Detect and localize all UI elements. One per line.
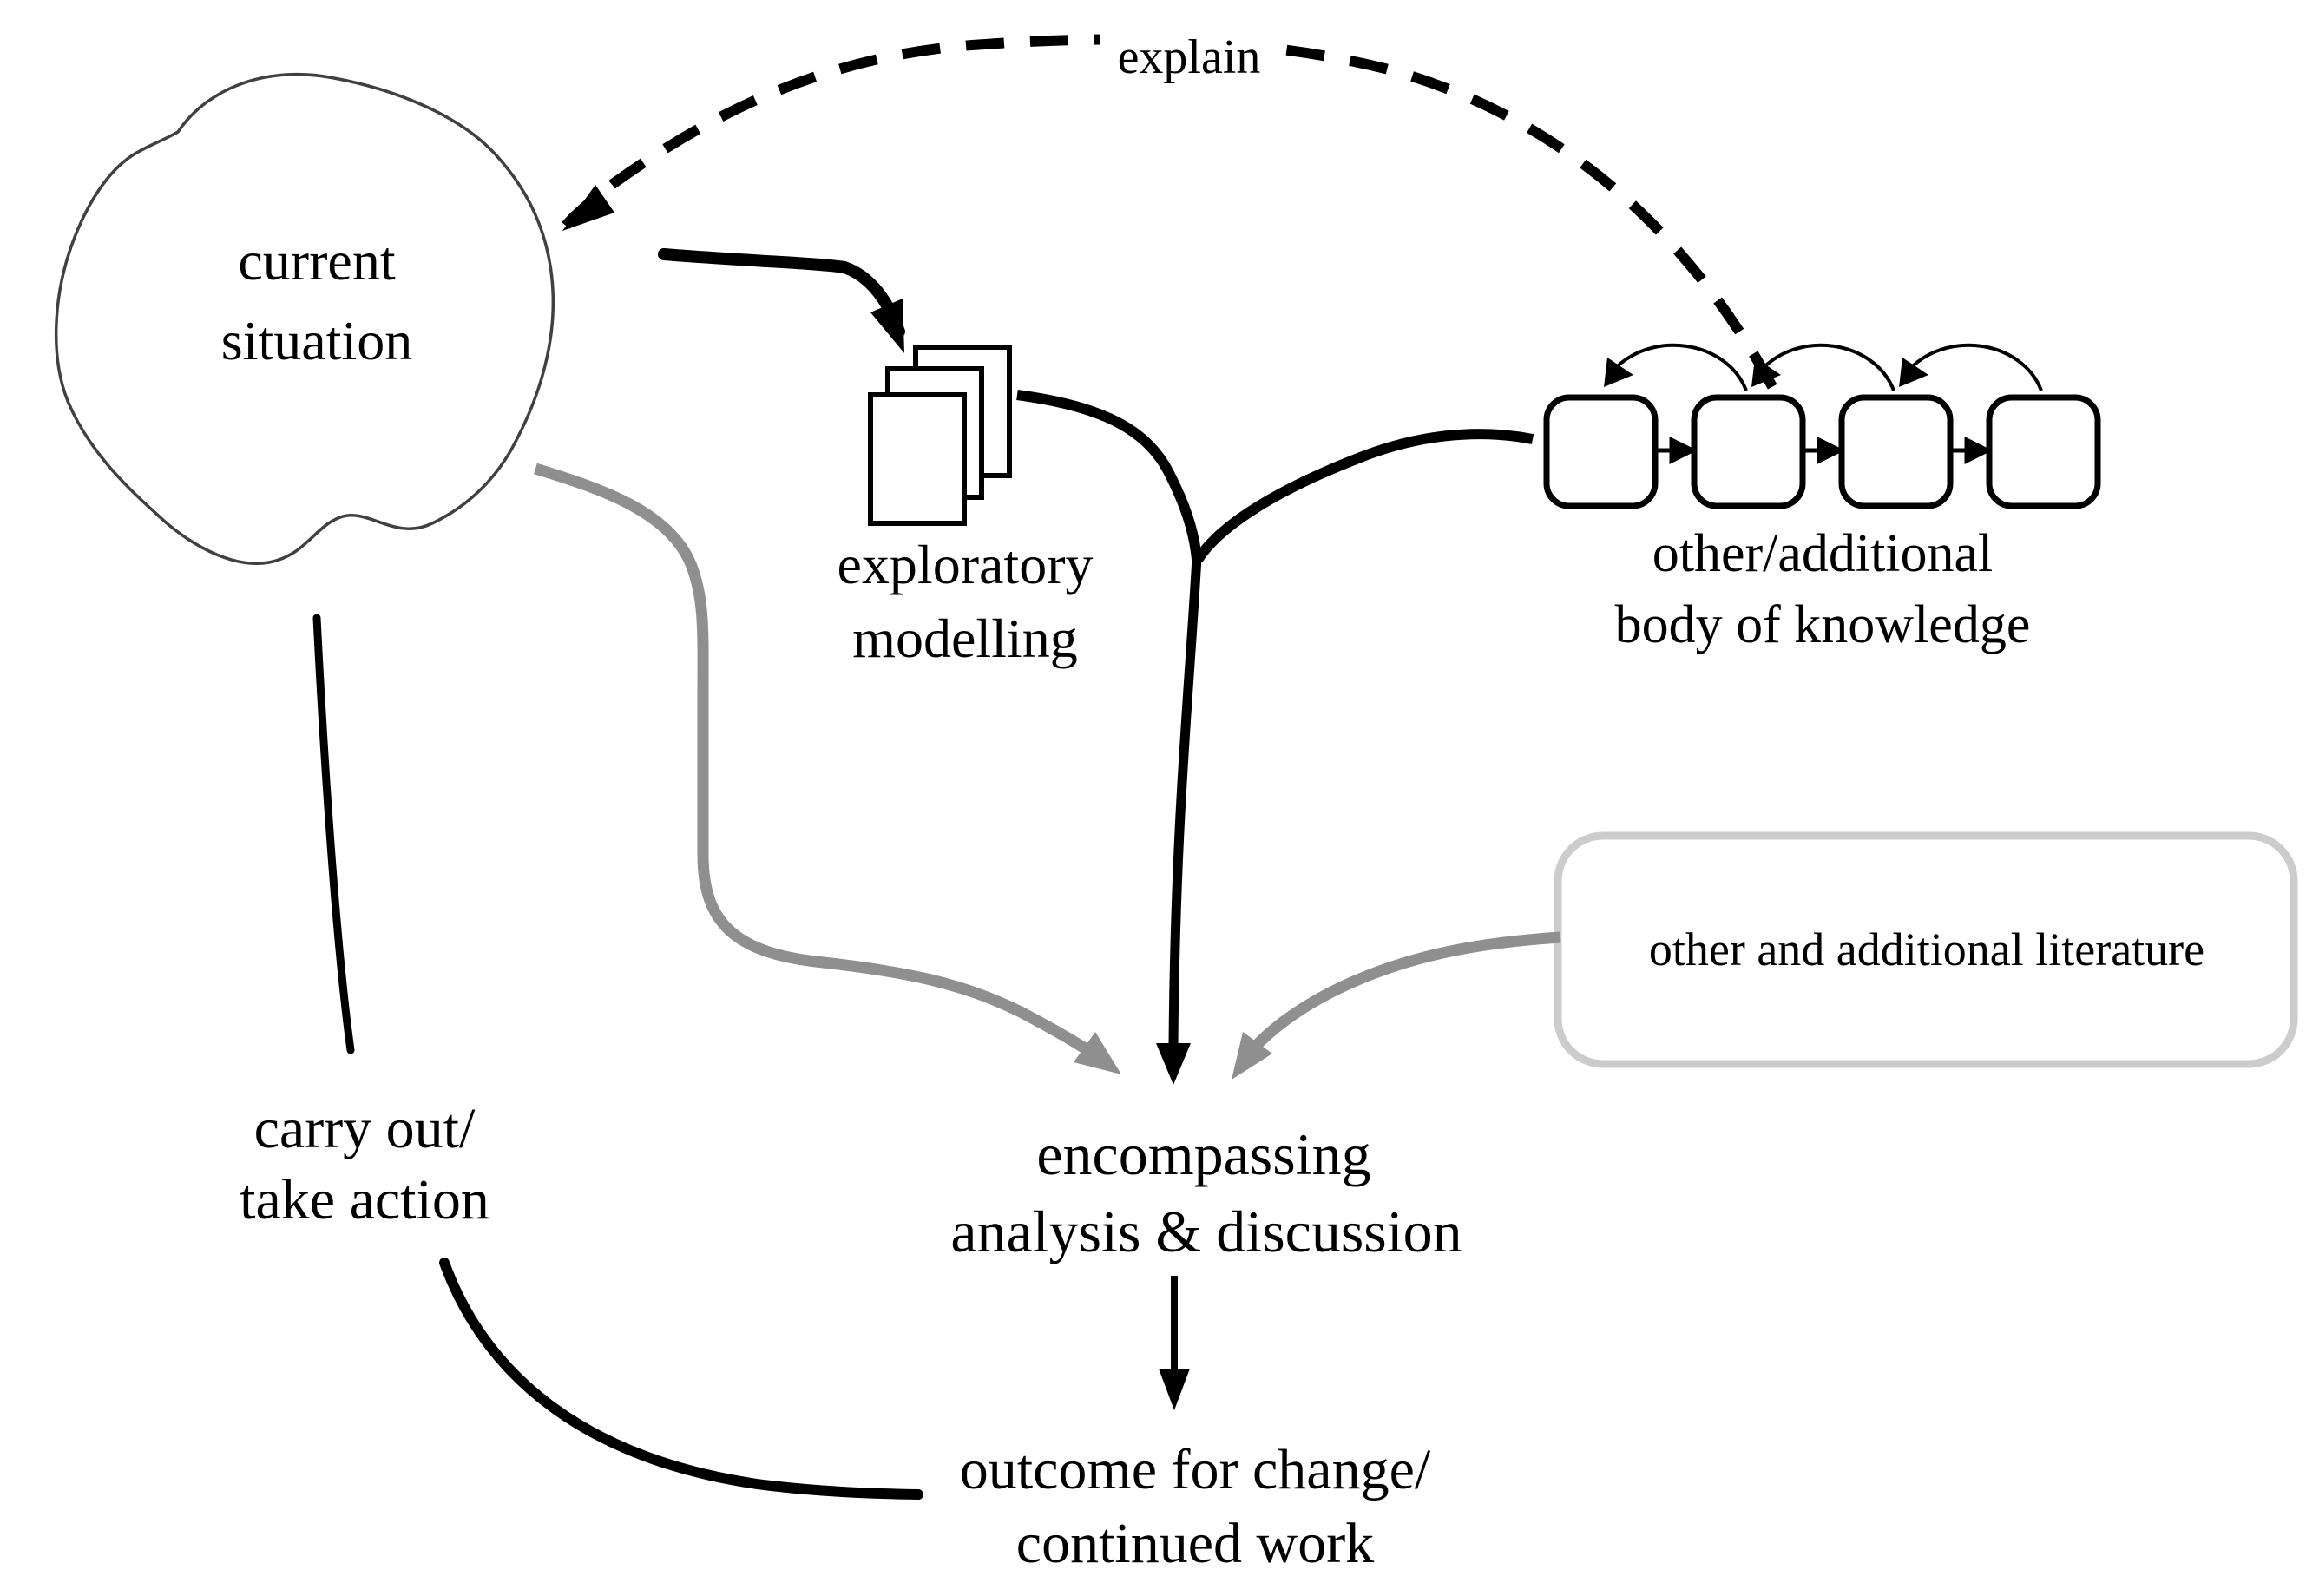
literature-gray-arrowhead-icon — [1232, 1032, 1272, 1080]
knowledge-box-1 — [1543, 394, 1659, 509]
carry-out-line1: carry out/ — [254, 1097, 476, 1160]
explain-label: explain — [1118, 30, 1261, 84]
back-arc-3 — [1904, 343, 2043, 391]
exploratory-modelling-line1: exploratory — [838, 534, 1094, 595]
current-situation-line2: situation — [221, 310, 412, 371]
situation-gray-arrowhead-icon — [1074, 1032, 1121, 1074]
cloud-to-modelling-path — [658, 248, 905, 338]
modelling-to-analysis-path — [1016, 390, 1202, 561]
merge-arrows — [1016, 390, 1534, 1047]
forward-arrowhead-2-icon — [1817, 436, 1845, 465]
situation-to-analysis-path — [534, 463, 1113, 1070]
back-arrowhead-3-icon — [1899, 358, 1928, 387]
literature-to-analysis-path — [1236, 931, 1561, 1067]
literature-node: other and additional literature — [1554, 831, 2298, 1068]
literature-label: other and additional literature — [1649, 923, 2204, 975]
situation-to-carryout-line — [312, 614, 355, 1054]
forward-arrowhead-1-icon — [1669, 436, 1698, 465]
exploratory-modelling-node: exploratory modelling — [838, 345, 1094, 669]
outcome-line2: continued work — [1016, 1512, 1374, 1575]
explain-dashed-path — [562, 34, 1806, 447]
explain-label-patch — [1100, 12, 1279, 90]
encompassing-line1: encompassing — [1036, 1121, 1370, 1187]
knowledge-box-3 — [1838, 394, 1954, 509]
literature-to-analysis-gray-arrow — [1232, 931, 1561, 1080]
merged-vertical-shaft — [1168, 556, 1202, 1047]
exploratory-modelling-line2: modelling — [852, 608, 1078, 669]
analysis-to-outcome-arrow — [1159, 1276, 1190, 1410]
outcome-node: outcome for change/ continued work — [960, 1438, 1431, 1575]
back-arc-1 — [1609, 343, 1748, 391]
forward-arrowhead-3-icon — [1964, 436, 1993, 465]
body-of-knowledge-line1: other/additional — [1652, 524, 1994, 583]
knowledge-box-4 — [1986, 394, 2101, 509]
explain-arrowhead-icon — [562, 185, 614, 231]
carryout-to-outcome-line — [439, 1258, 923, 1500]
body-of-knowledge-node: other/additional body of knowledge — [1543, 343, 2101, 654]
knowledge-box-2 — [1691, 394, 1806, 509]
document-front-icon — [868, 392, 967, 526]
cloud-to-modelling-arrowhead-icon — [870, 299, 904, 353]
carry-out-node: carry out/ take action — [240, 614, 923, 1500]
body-of-knowledge-line2: body of knowledge — [1615, 595, 2031, 654]
outcome-line1: outcome for change/ — [960, 1438, 1431, 1501]
cloud-to-modelling-arrow — [658, 248, 905, 353]
back-arc-2 — [1757, 343, 1895, 391]
current-situation-node: current situation — [54, 72, 555, 565]
current-situation-line1: current — [238, 230, 395, 292]
carry-out-line2: take action — [240, 1168, 489, 1231]
knowledge-forward-arrows — [1655, 436, 1993, 465]
situation-to-analysis-gray-arrow — [534, 463, 1121, 1074]
analysis-to-outcome-arrowhead-icon — [1159, 1369, 1190, 1410]
knowledge-back-arrowheads — [1604, 358, 1928, 387]
literature-box — [1554, 831, 2298, 1068]
analysis-in-arrowhead-icon — [1156, 1043, 1191, 1085]
encompassing-line2: analysis & discussion — [950, 1199, 1462, 1264]
back-arrowhead-1-icon — [1604, 358, 1633, 387]
explain-dashed-arrow — [562, 12, 1806, 447]
encompassing-analysis-node: encompassing analysis & discussion — [950, 1121, 1462, 1264]
knowledge-to-analysis-path — [1192, 429, 1534, 563]
cloud-shape — [54, 72, 555, 565]
knowledge-back-arcs — [1609, 343, 2043, 391]
back-arrowhead-2-icon — [1751, 358, 1781, 387]
